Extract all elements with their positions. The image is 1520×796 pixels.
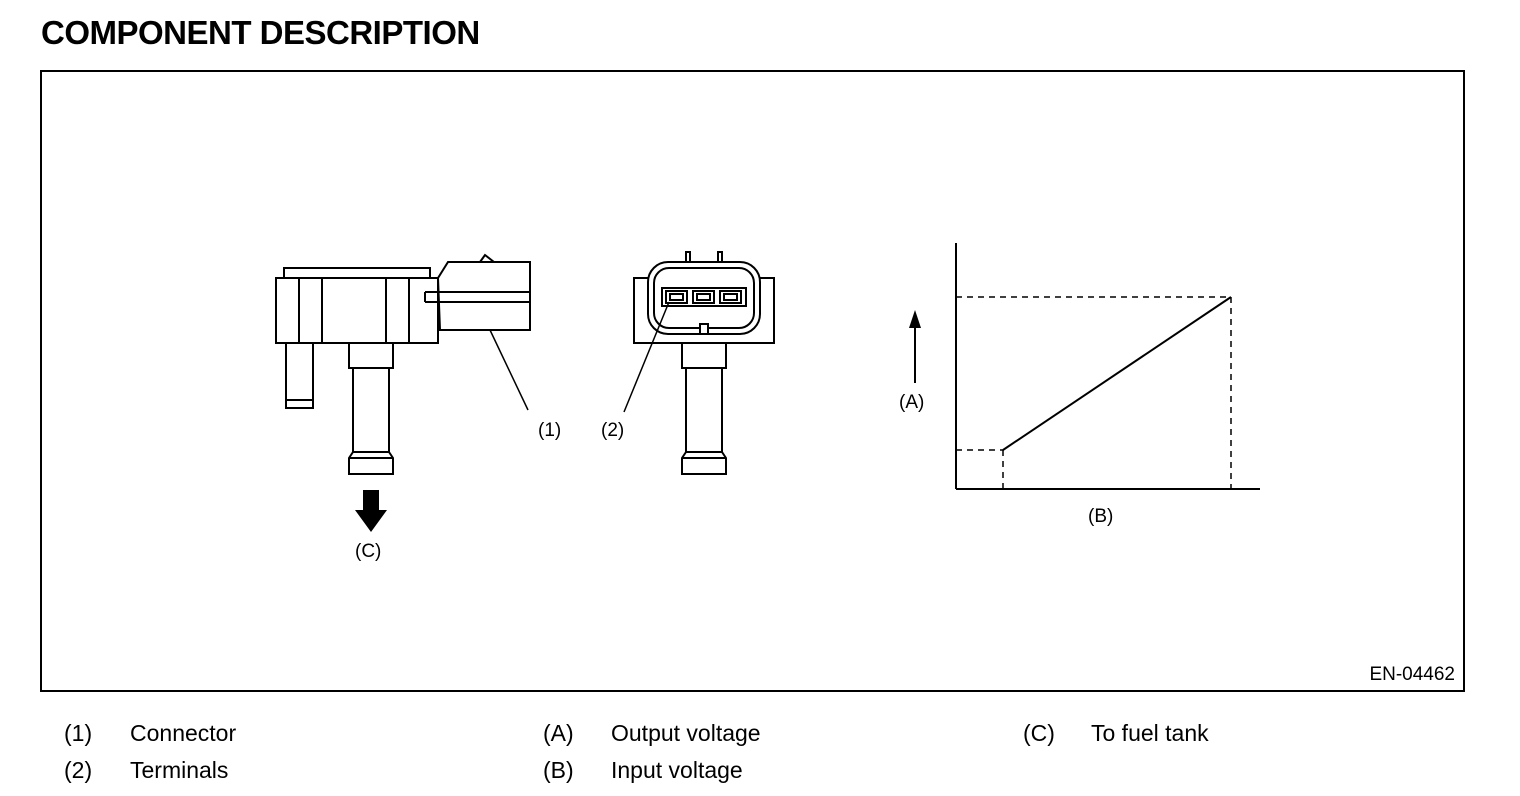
legend-text: To fuel tank xyxy=(1091,720,1209,746)
output-line xyxy=(1002,296,1232,451)
callout-b: (B) xyxy=(1088,506,1113,527)
sensor-front-view xyxy=(623,251,775,475)
figure-code: EN-04462 xyxy=(1369,664,1455,685)
legend-key: (1) xyxy=(64,720,93,746)
callout-1: (1) xyxy=(538,420,561,441)
callout-c: (C) xyxy=(355,541,381,562)
legend-text: Output voltage xyxy=(611,720,761,746)
legend-text: Connector xyxy=(130,720,237,746)
legend-text: Input voltage xyxy=(611,757,743,783)
page-title: COMPONENT DESCRIPTION xyxy=(41,14,480,51)
legend-key: (B) xyxy=(543,757,574,783)
callout-2: (2) xyxy=(601,420,624,441)
legend-key: (2) xyxy=(64,757,93,783)
down-arrow-icon xyxy=(355,490,387,532)
sensor-side-view xyxy=(275,253,531,475)
voltage-characteristic-graph xyxy=(955,243,1260,490)
up-arrow-icon xyxy=(909,310,921,383)
legend-key: (A) xyxy=(543,720,574,746)
figure-frame: EN-04462 xyxy=(40,70,1465,692)
callout-a: (A) xyxy=(899,392,924,413)
legend-text: Terminals xyxy=(130,757,229,783)
legend-key: (C) xyxy=(1023,720,1055,746)
